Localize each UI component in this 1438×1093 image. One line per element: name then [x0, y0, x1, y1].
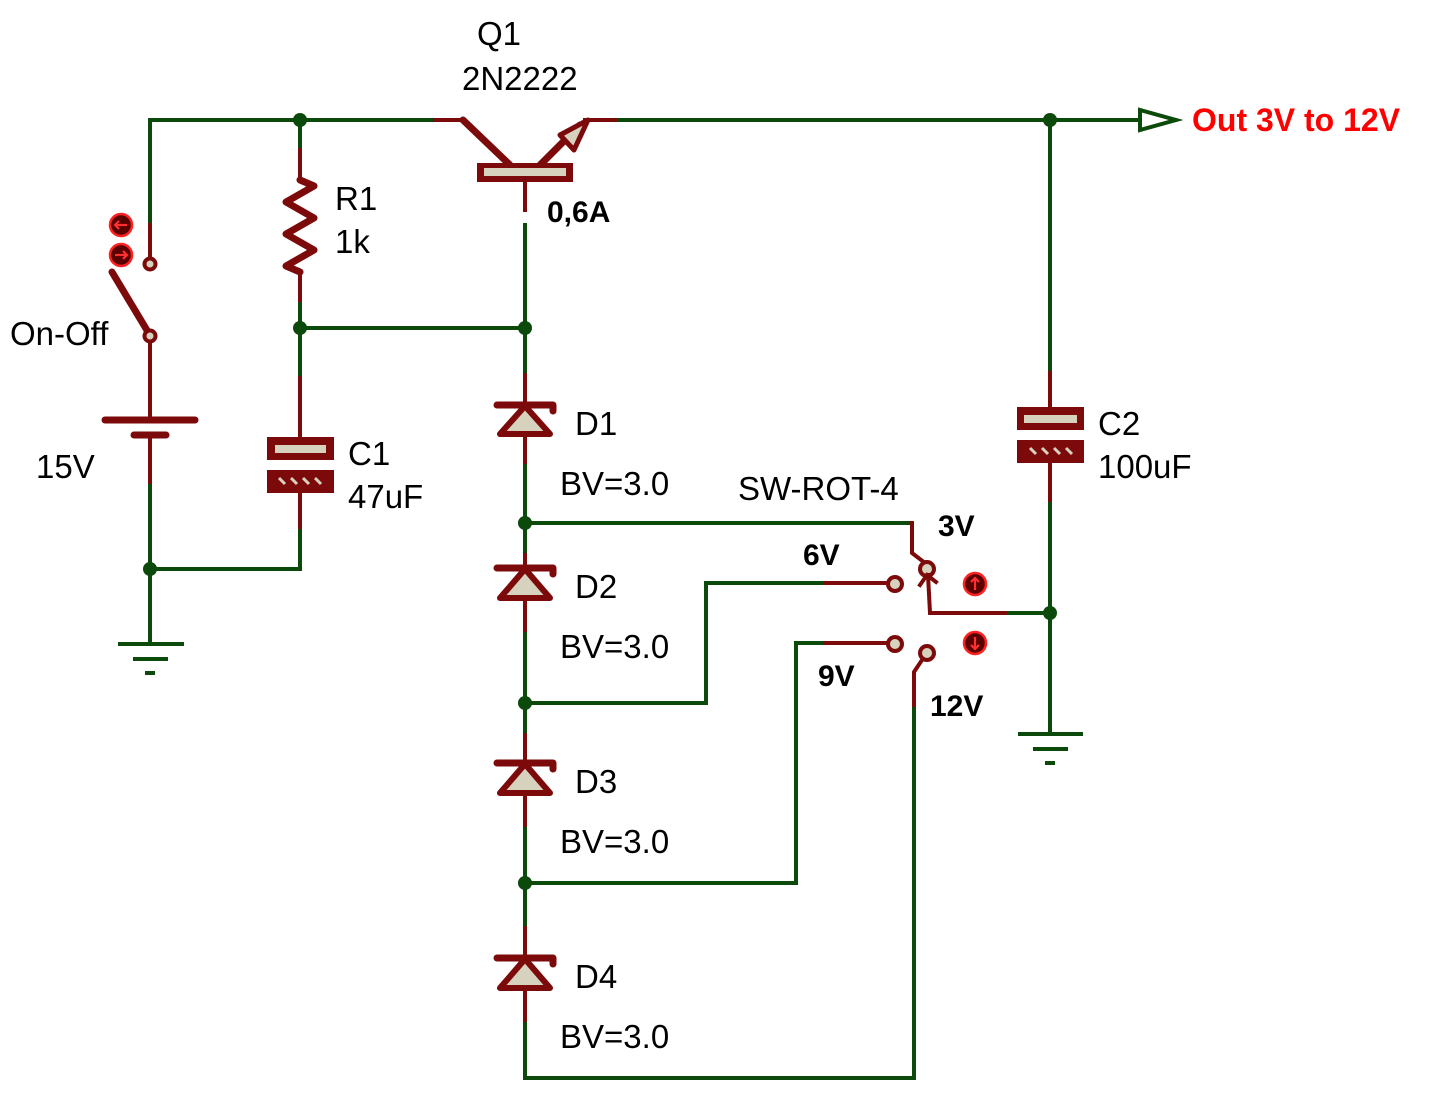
junction-dot — [518, 516, 532, 530]
c1-ref: C1 — [348, 435, 390, 472]
output-terminal[interactable] — [1138, 107, 1184, 133]
wire-tap-9v — [523, 641, 827, 885]
zener-d1[interactable] — [493, 373, 557, 464]
junctions — [143, 113, 1057, 890]
transistor-q1[interactable] — [433, 116, 617, 212]
rotary-contact-6v — [886, 575, 904, 593]
wire-tap-6v — [523, 581, 827, 705]
battery-value: 15V — [36, 448, 95, 485]
switch-terminal — [142, 256, 158, 272]
wire-tap-12v — [523, 703, 916, 1080]
d2-value: BV=3.0 — [560, 628, 669, 665]
c1-value: 47uF — [348, 478, 423, 515]
battery — [101, 380, 199, 484]
junction-dot — [518, 321, 532, 335]
zener-d4[interactable] — [493, 926, 557, 1022]
junction-dot — [293, 113, 307, 127]
arrow-left-icon — [113, 220, 127, 230]
rotary-label-6v: 6V — [803, 539, 840, 572]
junction-dot — [293, 321, 307, 335]
wires — [148, 118, 1142, 1080]
capacitor-c2[interactable] — [1017, 371, 1084, 502]
ground-right — [1018, 732, 1083, 765]
junction-dot — [143, 562, 157, 576]
r1-value: 1k — [335, 223, 370, 260]
rotary-contact-9v — [886, 635, 904, 653]
d4-value: BV=3.0 — [560, 1018, 669, 1055]
c2-ref: C2 — [1098, 405, 1140, 442]
power-switch-label: On-Off — [10, 315, 109, 352]
rotary-label-12v: 12V — [930, 690, 983, 723]
power-switch[interactable] — [108, 223, 158, 384]
resistor-r1[interactable] — [282, 148, 318, 302]
switch-terminal — [142, 328, 158, 344]
output-label: Out 3V to 12V — [1192, 102, 1401, 138]
d3-ref: D3 — [575, 763, 617, 800]
rotary-label-3v: 3V — [938, 510, 975, 543]
c2-value: 100uF — [1098, 448, 1192, 485]
rotary-switch[interactable] — [823, 521, 1007, 707]
r1-ref: R1 — [335, 180, 377, 217]
wire-top-left — [148, 118, 437, 232]
output-arrow-icon — [1138, 107, 1184, 133]
arrow-down-icon — [970, 637, 980, 651]
power-switch-on-button[interactable] — [108, 242, 134, 268]
q1-current: 0,6A — [547, 196, 610, 229]
q1-ref: Q1 — [477, 15, 521, 52]
zener-d3[interactable] — [493, 733, 557, 827]
zener-d2[interactable] — [493, 553, 557, 632]
d1-ref: D1 — [575, 405, 617, 442]
q1-value: 2N2222 — [462, 60, 578, 97]
power-switch-off-button[interactable] — [108, 212, 134, 238]
arrow-up-icon — [970, 576, 980, 590]
d3-value: BV=3.0 — [560, 823, 669, 860]
rotary-switch-up-button[interactable] — [962, 571, 988, 597]
d2-ref: D2 — [575, 568, 617, 605]
rotary-label-9v: 9V — [818, 660, 855, 693]
junction-dot — [1043, 606, 1057, 620]
ground-left — [118, 642, 184, 675]
junction-dot — [1043, 113, 1057, 127]
junction-dot — [518, 876, 532, 890]
d1-value: BV=3.0 — [560, 465, 669, 502]
rotary-switch-down-button[interactable] — [962, 630, 988, 656]
rotary-switch-ref: SW-ROT-4 — [738, 470, 899, 507]
capacitor-c1[interactable] — [267, 376, 334, 529]
junction-dot — [518, 696, 532, 710]
rotary-contact-12v — [918, 644, 936, 662]
wire-c1-gnd — [148, 523, 302, 571]
d4-ref: D4 — [575, 958, 617, 995]
arrow-right-icon — [115, 250, 129, 260]
